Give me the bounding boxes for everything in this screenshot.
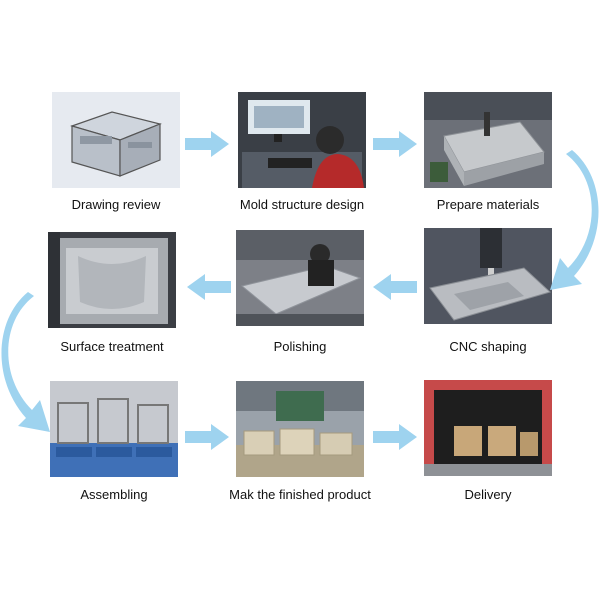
arrow-left-icon	[187, 274, 231, 300]
step-surface-treatment-image	[48, 232, 176, 328]
arrow-right-icon	[373, 131, 417, 157]
step-polishing-label: Polishing	[273, 339, 327, 354]
arrow-right-icon	[185, 131, 229, 157]
step-cnc-shaping-label: CNC shaping	[449, 339, 527, 354]
step-finished-product-image	[236, 381, 364, 477]
step-surface-treatment-label: Surface treatment	[60, 339, 164, 354]
arrow-right-icon	[373, 424, 417, 450]
step-finished-product-label: Mak the finished product	[229, 487, 371, 502]
step-mold-design-label: Mold structure design	[239, 197, 365, 212]
curved-arrow-right-side-icon	[550, 150, 599, 290]
step-prepare-materials-image	[424, 92, 552, 188]
step-polishing-image	[236, 230, 364, 326]
arrow-right-icon	[185, 424, 229, 450]
step-delivery-label: Delivery	[464, 487, 512, 502]
step-cnc-shaping-image	[424, 228, 552, 324]
step-assembling-image	[50, 381, 178, 477]
step-mold-design-image	[238, 92, 366, 188]
step-assembling-label: Assembling	[80, 487, 148, 502]
step-drawing-review-label: Drawing review	[71, 197, 161, 212]
arrow-left-icon	[373, 274, 417, 300]
step-prepare-materials-label: Prepare materials	[436, 197, 540, 212]
step-delivery-image	[424, 380, 552, 476]
step-drawing-review-image	[52, 92, 180, 188]
curved-arrow-left-side-icon	[1, 292, 51, 432]
